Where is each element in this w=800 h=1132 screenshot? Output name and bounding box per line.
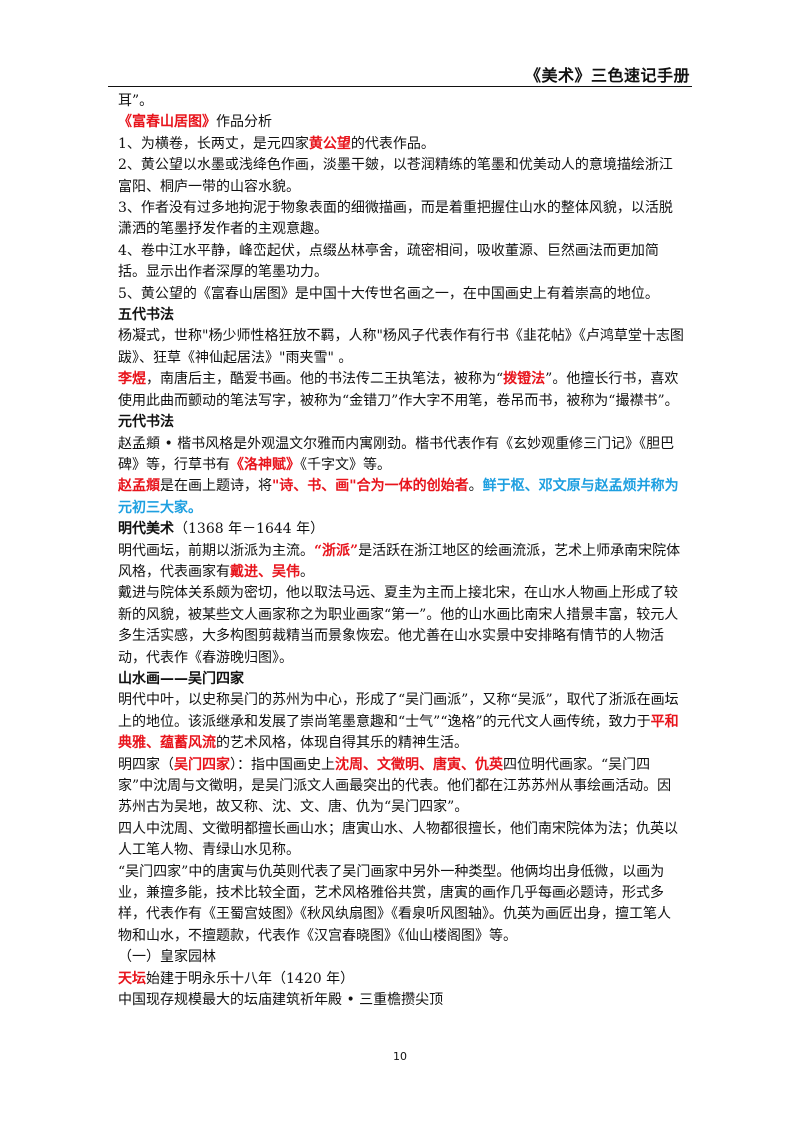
section-heading: 五代书法 xyxy=(118,305,684,326)
text: 明代画坛，前期以浙派为主流。 xyxy=(118,542,314,559)
text: （1368 年－1644 年） xyxy=(174,521,325,538)
heading-text: 五代书法 xyxy=(118,307,174,324)
paragraph: 明代中叶，以史称吴门的苏州为中心，形成了“吴门画派”，又称“吴派”，取代了浙派在… xyxy=(118,690,684,754)
paragraph: 四人中沈周、文徵明都擅长画山水；唐寅山水、人物都很擅长，他们南宋院体为法；仇英以… xyxy=(118,819,684,862)
text: 耳”。 xyxy=(118,93,154,109)
document-body: 耳”。 《富春山居图》作品分析 1、为横卷，长两丈，是元四家黄公望的代表作品。 … xyxy=(118,91,684,1011)
text: 作品分析 xyxy=(216,114,272,131)
section-heading: 元代书法 xyxy=(118,412,684,433)
paragraph: 戴进与院体关系颇为密切，他以取法马远、夏圭为主而上接北宋，在山水人物画上形成了较… xyxy=(118,583,684,669)
header-divider xyxy=(108,86,692,87)
text: （一）皇家园林 xyxy=(118,949,216,966)
page-number: 10 xyxy=(393,1050,407,1063)
paragraph: 2、黄公望以水墨或浅绛色作画，淡墨干皴，以苍润精练的笔墨和优美动人的意境描绘浙江… xyxy=(118,155,684,198)
section-heading: 山水画——吴门四家 xyxy=(118,669,684,690)
header-title: 《美术》三色速记手册 xyxy=(524,66,690,85)
text: 5、黄公望的《富春山居图》是中国十大传世名画之一，在中国画史上有着崇高的地位。 xyxy=(118,285,659,302)
text: 。 xyxy=(468,478,483,495)
highlight-red: 《富春山居图》 xyxy=(118,114,216,131)
text: “吴门四家”中的唐寅与仇英则代表了吴门画家中另外一种类型。他俩均出身低微，以画为… xyxy=(118,863,671,944)
text: 戴进与院体关系颇为密切，他以取法马远、夏圭为主而上接北宋，在山水人物画上形成了较… xyxy=(118,585,679,666)
paragraph: 4、卷中江水平静，峰峦起伏，点缀丛林亭舍，疏密相间，吸收董源、巨然画法而更加简括… xyxy=(118,241,684,284)
text: 的艺术风格，体现自得其乐的精神生活。 xyxy=(216,735,468,752)
text: 明四家（ xyxy=(118,756,174,773)
section-heading: 明代美术（1368 年－1644 年） xyxy=(118,519,684,540)
paragraph: 李煜，南唐后主，酷爱书画。他的书法传二王执笔法，被称为“拨镫法”。他擅长行书，喜… xyxy=(118,369,684,412)
text: 始建于明永乐十八年（1420 年） xyxy=(146,970,355,987)
text: 4、卷中江水平静，峰峦起伏，点缀丛林亭舍，疏密相间，吸收董源、巨然画法而更加简括… xyxy=(118,242,659,281)
text: ”。他擅长行书，喜欢使用此曲而颤动的笔法写字，被称为“金错刀”作大字不用笔，卷吊… xyxy=(118,371,679,409)
heading-text: 山水画——吴门四家 xyxy=(118,670,244,687)
highlight-red: “浙派” xyxy=(314,542,359,559)
text: 1、为横卷，长两丈，是元四家 xyxy=(118,135,309,152)
heading-text: 元代书法 xyxy=(118,414,174,431)
highlight-red: 天坛 xyxy=(118,970,146,987)
paragraph: 3、作者没有过多地拘泥于物象表面的细微描画，而是着重把握住山水的整体风貌，以活脱… xyxy=(118,198,684,241)
highlight-red: 拨镫法 xyxy=(503,371,546,388)
highlight-red: 吴门四家 xyxy=(174,756,230,773)
section-title-fuchun: 《富春山居图》作品分析 xyxy=(118,112,684,133)
paragraph: 耳”。 xyxy=(118,91,684,112)
text: 杨凝式，世称"杨少师性格狂放不羁，人称"杨风子代表作有行书《韭花帖》《卢鸿草堂十… xyxy=(118,328,684,366)
text: 。 xyxy=(300,563,314,580)
highlight-red: 平和典雅、蕴蓄风流 xyxy=(118,713,679,752)
text: 中国现存规模最大的坛庙建筑祈年殿 • 三重檐攒尖顶 xyxy=(118,992,444,1009)
highlight-red: 戴进、吴伟 xyxy=(230,563,300,580)
text: 四人中沈周、文徵明都擅长画山水；唐寅山水、人物都很擅长，他们南宋院体为法；仇英以… xyxy=(118,820,678,859)
paragraph: 天坛始建于明永乐十八年（1420 年） xyxy=(118,969,684,990)
highlight-red: 赵孟頫 xyxy=(118,478,160,495)
text: 赵孟頫 • 楷书风格是外观温文尔雅而内寓刚劲。楷书代表作有《玄妙观重修三门记》《… xyxy=(118,435,675,473)
heading-text: 明代美术 xyxy=(118,521,174,538)
text: 四位明代画家。“吴门四家”中沈周与文徵明，是吴门派文人画最突出的代表。他们都在江… xyxy=(118,756,672,816)
text: 明代中叶，以史称吴门的苏州为中心，形成了“吴门画派”，又称“吴派”，取代了浙派在… xyxy=(118,692,679,730)
paragraph: （一）皇家园林 xyxy=(118,947,684,968)
text: 是活跃在浙江地区的绘画流派，艺术上师承南宋院体风格，代表画家有 xyxy=(118,542,681,580)
paragraph: 中国现存规模最大的坛庙建筑祈年殿 • 三重檐攒尖顶 xyxy=(118,990,684,1011)
highlight-red: 李煜 xyxy=(118,371,146,388)
text: ）：指中国画史上 xyxy=(230,756,335,773)
text: 2、黄公望以水墨或浅绛色作画，淡墨干皴，以苍润精练的笔墨和优美动人的意境描绘浙江… xyxy=(118,157,673,195)
paragraph: 5、黄公望的《富春山居图》是中国十大传世名画之一，在中国画史上有着崇高的地位。 xyxy=(118,284,684,305)
highlight-blue: 。 xyxy=(188,499,202,516)
text: 《千字文》等。 xyxy=(300,456,391,473)
paragraph: 明四家（吴门四家）：指中国画史上沈周、文徵明、唐寅、仇英四位明代画家。“吴门四家… xyxy=(118,755,684,819)
paragraph: 1、为横卷，长两丈，是元四家黄公望的代表作品。 xyxy=(118,134,684,155)
paragraph: 明代画坛，前期以浙派为主流。“浙派”是活跃在浙江地区的绘画流派，艺术上师承南宋院… xyxy=(118,541,684,584)
paragraph: “吴门四家”中的唐寅与仇英则代表了吴门画家中另外一种类型。他俩均出身低微，以画为… xyxy=(118,862,684,948)
highlight-red: 黄公望 xyxy=(308,135,351,152)
highlight-red: 沈周、文徵明、唐寅、仇英 xyxy=(335,756,503,773)
highlight-red: 《洛神赋》 xyxy=(230,456,300,473)
text: 3、作者没有过多地拘泥于物象表面的细微描画，而是着重把握住山水的整体风貌，以活脱… xyxy=(118,200,673,238)
text: ，南唐后主，酷爱书画。他的书法传二王执笔法，被称为“ xyxy=(146,371,504,388)
text: 的代表作品。 xyxy=(350,135,435,152)
highlight-red: "诗、书、画"合为一体的创始者 xyxy=(272,478,469,495)
paragraph: 赵孟頫是在画上题诗，将"诗、书、画"合为一体的创始者。鲜于枢、邓文原与赵孟烦并称… xyxy=(118,476,684,519)
text: 是在画上题诗，将 xyxy=(160,478,272,495)
highlight-blue: 鲜于枢、邓文原与赵孟烦并称为元初三大家 xyxy=(118,478,679,516)
paragraph: 杨凝式，世称"杨少师性格狂放不羁，人称"杨风子代表作有行书《韭花帖》《卢鸿草堂十… xyxy=(118,326,684,369)
paragraph: 赵孟頫 • 楷书风格是外观温文尔雅而内寓刚劲。楷书代表作有《玄妙观重修三门记》《… xyxy=(118,434,684,477)
